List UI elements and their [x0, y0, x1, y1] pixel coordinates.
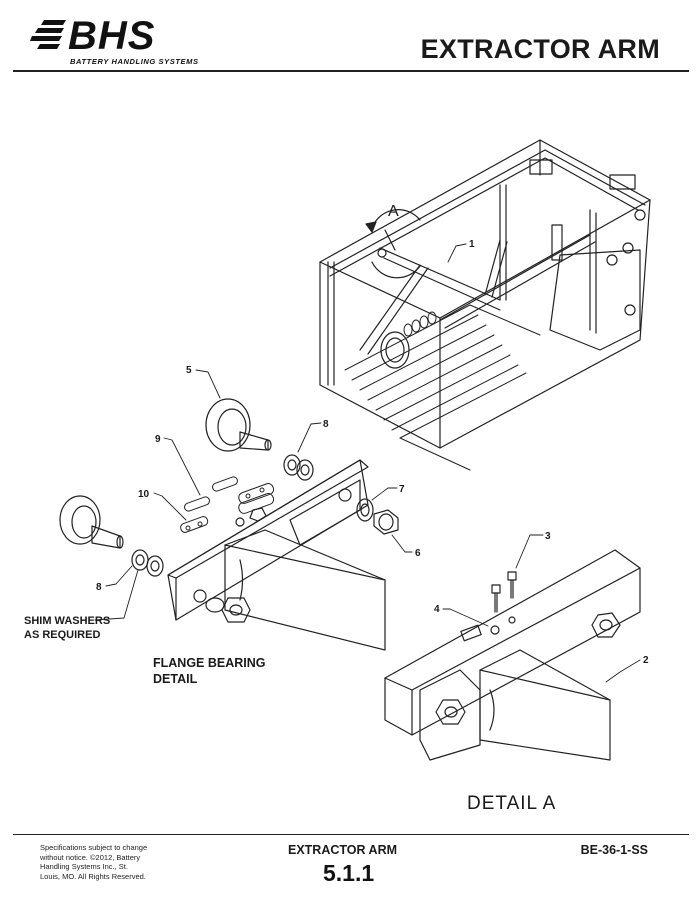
page-title: EXTRACTOR ARM — [420, 34, 660, 64]
callout-8-lower: 8 — [96, 582, 102, 593]
shim-washers-label: SHIM WASHERS AS REQUIRED — [24, 614, 110, 642]
leader-lines — [94, 243, 641, 683]
callout-5: 5 — [186, 365, 192, 376]
callout-2: 2 — [643, 655, 649, 666]
callout-6: 6 — [415, 548, 421, 559]
shim-label-line1: SHIM WASHERS — [24, 615, 111, 627]
legal-notice: Specifications subject to change without… — [40, 843, 148, 881]
document-code: BE-36-1-SS — [580, 843, 648, 857]
callout-8-upper: 8 — [323, 419, 329, 430]
rotation-view-label: A — [388, 203, 399, 220]
shim-label-line2: AS REQUIRED — [24, 629, 101, 641]
footer-divider — [13, 834, 689, 835]
callout-4: 4 — [434, 604, 440, 615]
bhs-logo: BHS BATTERY HANDLING SYSTEMS — [30, 12, 205, 66]
flange-bearing-label: FLANGE BEARING DETAIL — [153, 655, 266, 687]
header-divider — [13, 70, 689, 72]
callout-3: 3 — [545, 531, 551, 542]
flange-label-line2: DETAIL — [153, 672, 198, 686]
callout-10: 10 — [138, 489, 150, 500]
flange-bearing-drawing — [59, 398, 399, 651]
extractor-frame-drawing — [319, 139, 651, 471]
speed-lines-icon — [30, 20, 66, 49]
footer-doc-title: EXTRACTOR ARM — [288, 843, 398, 857]
callout-7: 7 — [399, 484, 405, 495]
callout-9: 9 — [155, 434, 161, 445]
callout-1: 1 — [469, 239, 475, 250]
flange-label-line1: FLANGE BEARING — [153, 656, 266, 670]
logo-wordmark: BHS — [68, 14, 156, 58]
technical-drawing: 1 2 3 4 5 6 7 8 8 9 10 A — [59, 139, 651, 761]
detail-a-drawing — [384, 549, 641, 761]
logo-subtitle: BATTERY HANDLING SYSTEMS — [70, 57, 199, 66]
page-header: BHS BATTERY HANDLING SYSTEMS EXTRACTOR A… — [0, 0, 700, 76]
detail-a-label: DETAIL A — [467, 793, 557, 814]
section-number: 5.1.1 — [323, 860, 375, 886]
